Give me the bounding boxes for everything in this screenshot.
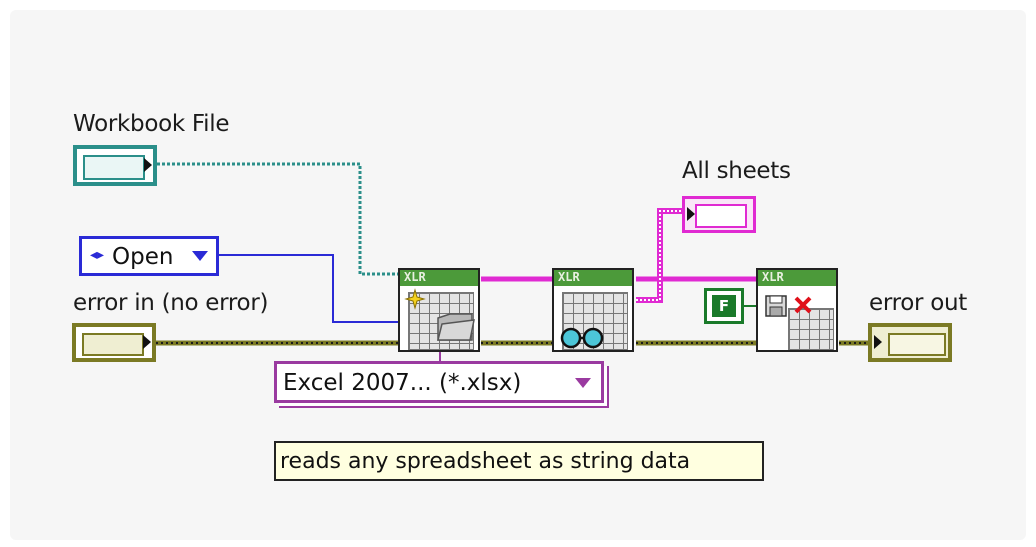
document-icon — [788, 308, 834, 350]
dropdown-arrow-icon[interactable] — [575, 378, 591, 388]
path-icon — [83, 155, 145, 180]
operation-enum-value: Open — [112, 244, 174, 270]
comment-text: reads any spreadsheet as string data — [280, 449, 691, 474]
node-header: XLR — [758, 270, 836, 286]
file-type-ring-value: Excel 2007... (*.xlsx) — [283, 370, 522, 396]
node-header-text: XLR — [404, 270, 426, 284]
error-cluster-icon — [888, 333, 946, 356]
operation-enum[interactable]: ◂▸ Open — [79, 236, 219, 276]
boolean-constant-value: F — [712, 295, 736, 317]
dropdown-arrow-icon[interactable] — [192, 251, 208, 261]
all-sheets-label: All sheets — [682, 158, 791, 184]
node-header-text: XLR — [762, 270, 784, 284]
error-in-terminal[interactable] — [72, 323, 156, 362]
string-array-icon — [695, 204, 747, 228]
open-workbook-node[interactable]: XLR — [398, 268, 480, 352]
close-x-icon — [794, 296, 812, 314]
terminal-arrow-icon — [143, 335, 151, 349]
terminal-arrow-icon — [144, 158, 152, 172]
terminal-arrow-icon — [874, 335, 882, 349]
error-cluster-icon — [82, 333, 144, 356]
file-type-ring[interactable]: Excel 2007... (*.xlsx) — [274, 361, 604, 403]
terminal-arrow-icon — [687, 207, 695, 221]
close-workbook-node[interactable]: XLR — [756, 268, 838, 352]
error-out-terminal[interactable] — [868, 323, 952, 362]
increment-decrement-icon[interactable]: ◂▸ — [90, 247, 105, 263]
sheets-wire-inner — [636, 210, 684, 301]
glasses-icon — [560, 327, 604, 349]
workbook-file-terminal[interactable] — [73, 145, 157, 186]
all-sheets-terminal[interactable] — [682, 196, 756, 233]
workbook-file-label: Workbook File — [73, 111, 230, 137]
read-all-sheets-node[interactable]: XLR — [552, 268, 634, 352]
node-header: XLR — [400, 270, 478, 286]
path-wire[interactable] — [157, 162, 398, 276]
error-in-label: error in (no error) — [73, 290, 269, 316]
node-header-text: XLR — [558, 270, 580, 284]
node-header: XLR — [554, 270, 632, 286]
folder-icon — [437, 313, 475, 341]
free-label-comment: reads any spreadsheet as string data — [274, 441, 764, 481]
save-disk-icon — [765, 295, 787, 317]
error-out-label: error out — [869, 290, 967, 316]
new-star-icon — [404, 288, 426, 310]
enum-wire[interactable] — [219, 254, 398, 323]
boolean-false-constant[interactable]: F — [704, 288, 744, 324]
